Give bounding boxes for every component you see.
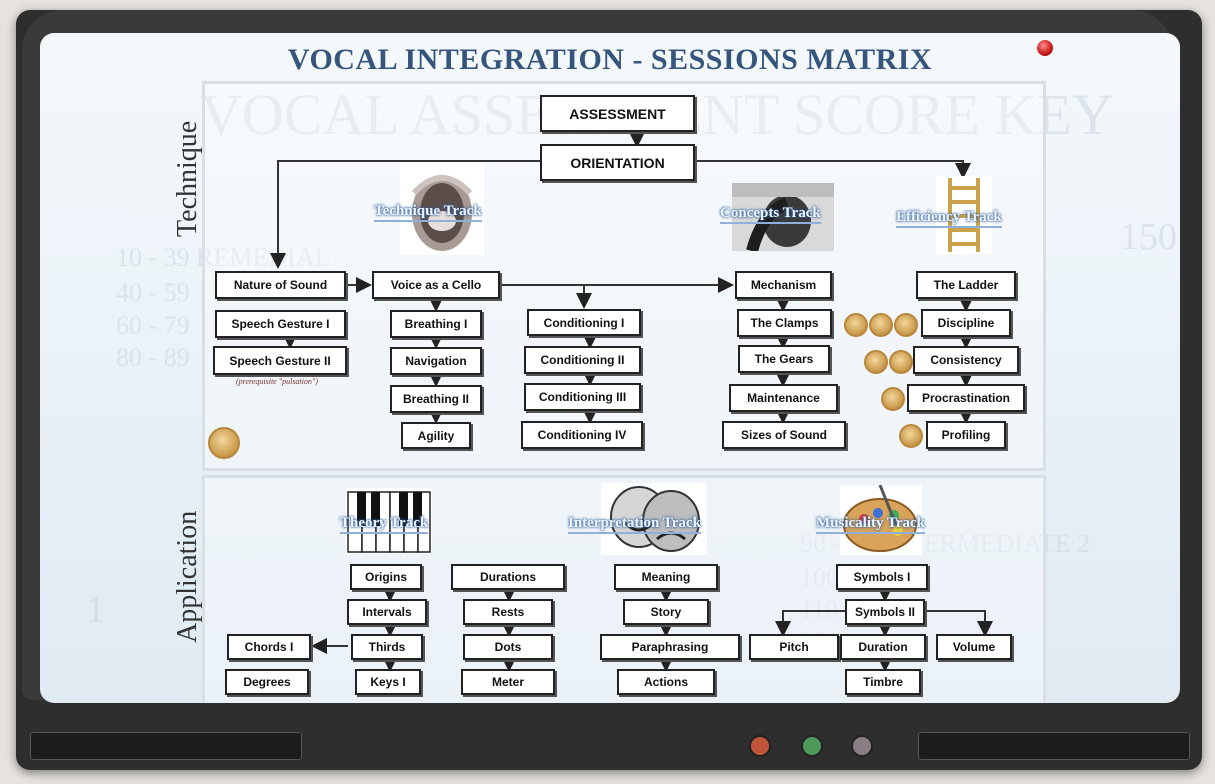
ghost-range-right-3: 110 [800, 595, 839, 624]
the-ladder-node: The Ladder [916, 271, 1016, 299]
discipline-node: Discipline [921, 309, 1011, 337]
gold-coin-icon [881, 387, 905, 411]
conditioning-1-node: Conditioning I [527, 309, 641, 336]
conditioning-4-node: Conditioning IV [521, 421, 643, 449]
degrees-node: Degrees [225, 669, 309, 695]
rests-node: Rests [463, 599, 553, 625]
mechanism-node: Mechanism [735, 271, 832, 299]
volume-node: Volume [936, 634, 1012, 660]
paraphrasing-node: Paraphrasing [600, 634, 740, 660]
red-button[interactable] [749, 735, 771, 757]
ghost-range-2: 40 - 59 [116, 278, 190, 307]
gray-button[interactable] [851, 735, 873, 757]
duration-node: Duration [840, 634, 926, 660]
intervals-node: Intervals [347, 599, 427, 625]
speech-gesture-1-node: Speech Gesture I [215, 310, 346, 338]
sizes-of-sound-node: Sizes of Sound [722, 421, 846, 449]
record-light-icon [1037, 40, 1053, 56]
chords-1-node: Chords I [227, 634, 311, 660]
conditioning-3-node: Conditioning III [524, 383, 641, 411]
gold-coin-icon [894, 313, 918, 337]
origins-node: Origins [350, 564, 422, 590]
the-clamps-node: The Clamps [737, 309, 832, 337]
meter-node: Meter [461, 669, 555, 695]
theory-track-label: Theory Track [340, 515, 429, 534]
maintenance-node: Maintenance [729, 384, 838, 412]
interpretation-track-label: Interpretation Track [568, 515, 701, 534]
symbols-1-node: Symbols I [836, 564, 928, 590]
efficiency-track-label: Efficiency Track [896, 209, 1002, 228]
ghost-range-4: 80 - 89 [116, 343, 190, 372]
prerequisite-note: (prerequisite "pulsation") [236, 377, 318, 386]
keys-1-node: Keys I [355, 669, 421, 695]
gold-coin-icon [844, 313, 868, 337]
paint-palette-icon [840, 485, 922, 555]
navigation-node: Navigation [390, 347, 482, 375]
symbols-2-node: Symbols II [845, 599, 925, 625]
profiling-node: Profiling [926, 421, 1006, 449]
ghost-number-1: 1 [86, 589, 105, 631]
actions-node: Actions [617, 669, 715, 695]
durations-node: Durations [451, 564, 565, 590]
chrome-face-icon [400, 163, 484, 255]
gold-coin-icon [208, 427, 240, 459]
gold-coin-icon [864, 350, 888, 374]
piano-keys-icon [346, 488, 432, 554]
meaning-node: Meaning [614, 564, 718, 590]
left-slot [30, 732, 302, 760]
pitch-node: Pitch [749, 634, 839, 660]
orientation-node: ORIENTATION [540, 144, 695, 181]
thirds-node: Thirds [351, 634, 423, 660]
ladder-icon [936, 176, 992, 254]
dots-node: Dots [463, 634, 553, 660]
the-gears-node: The Gears [738, 345, 830, 373]
nature-of-sound-node: Nature of Sound [215, 271, 346, 299]
speech-gesture-2-node: Speech Gesture II [213, 346, 347, 375]
technique-track-label: Technique Track [374, 203, 482, 222]
theater-masks-icon [601, 483, 707, 555]
slide-title: VOCAL INTEGRATION - SESSIONS MATRIX [287, 43, 933, 76]
ghost-range-1: 10 - 39 REMEDIAL [116, 243, 331, 272]
voice-as-a-cello-node: Voice as a Cello [372, 271, 500, 299]
ghost-number-150: 150 [1120, 216, 1177, 258]
gold-coin-icon [899, 424, 923, 448]
story-node: Story [623, 599, 709, 625]
ghost-range-right-2: 100 [800, 563, 839, 592]
musicality-track-label: Musicality Track [816, 515, 926, 534]
ghost-range-3: 60 - 79 [116, 311, 190, 340]
consistency-node: Consistency [913, 346, 1019, 374]
gold-coin-icon [869, 313, 893, 337]
assessment-node: ASSESSMENT [540, 95, 695, 132]
timbre-node: Timbre [845, 669, 921, 695]
thinking-person-icon [732, 183, 834, 251]
connector-lines [270, 132, 993, 672]
gold-coin-icon [889, 350, 913, 374]
breathing-2-node: Breathing II [390, 385, 482, 413]
slide-screen: VOCAL ASSESSMENT SCORE KEY 10 - 39 REMED… [40, 33, 1180, 703]
agility-node: Agility [401, 422, 471, 449]
procrastination-node: Procrastination [907, 384, 1025, 412]
breathing-1-node: Breathing I [390, 310, 482, 338]
concepts-track-label: Concepts Track [720, 205, 821, 224]
conditioning-2-node: Conditioning II [524, 346, 641, 374]
right-slot [918, 732, 1190, 760]
green-button[interactable] [801, 735, 823, 757]
